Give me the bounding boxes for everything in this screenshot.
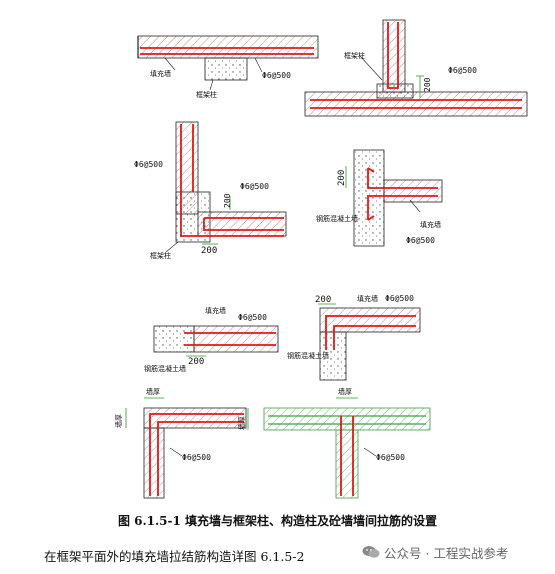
rebar-line (367, 195, 438, 220)
dim-200: 200 (188, 357, 204, 367)
rebar-spec-label: Φ6@500 (182, 453, 211, 462)
infill-wall-band (197, 211, 287, 237)
rebar-line (157, 421, 244, 496)
rebar-spec-label: Φ6@500 (385, 294, 414, 303)
wall-thickness-label: 墙厚 (338, 387, 352, 396)
infill-wall-label: 填充墙 (420, 220, 441, 229)
rc-wall (319, 331, 347, 381)
detail-wall-column-middle: 填充墙 框架柱 Φ6@500 (137, 35, 319, 99)
rebar-line (367, 168, 438, 189)
wall-thickness-label: 墙厚 (146, 387, 160, 396)
rebar-spec-label: Φ6@500 (238, 313, 267, 322)
frame-column-label: 框架柱 (150, 251, 171, 260)
detail-wall-end-rc-left: 200 填充墙 Φ6@500 钢筋混凝土墙 (144, 306, 279, 373)
rebar-hook (367, 167, 375, 173)
rebar-spec-label: Φ6@500 (376, 453, 405, 462)
frame-column (204, 57, 248, 81)
infill-wall-band (382, 19, 406, 93)
rebar-line (333, 325, 416, 350)
watermark-text: 公众号 · 工程实战参考 (384, 545, 509, 561)
infill-wall-label: 填充墙 (357, 294, 378, 303)
wechat-icon (362, 546, 380, 558)
frame-column (376, 83, 414, 99)
infill-wall-band (143, 427, 165, 499)
dim-200: 200 (201, 246, 217, 256)
detail-t-junction: 200 框架柱 Φ6@500 (304, 19, 528, 117)
rebar-hook (367, 215, 375, 221)
detail-rc-wall-junction: 200 填充墙 钢筋混凝土墙 Φ6@500 (316, 149, 443, 247)
infill-wall-label: 填充墙 (205, 306, 226, 315)
rc-wall-label: 钢筋混凝土墙 (316, 214, 358, 223)
rebar-line (203, 217, 284, 231)
rebar-line (325, 315, 416, 350)
rebar-line (340, 416, 354, 496)
rebar-spec-label: Φ6@500 (262, 71, 291, 80)
dim-200: 200 (223, 193, 232, 208)
rebar-line (387, 22, 399, 89)
wall-thickness-label: 墙厚 (114, 414, 123, 428)
infill-wall-band (193, 325, 279, 353)
rc-wall (153, 325, 195, 353)
figure-caption: 图 6.1.5-1 填充墙与框架柱、构造柱及砼墙墙间拉筋的设置 (117, 514, 438, 528)
infill-wall-band (319, 307, 421, 333)
infill-wall-band (143, 407, 247, 429)
dim-200: 200 (423, 77, 432, 92)
detail-rc-wall-corner: 200 填充墙 Φ6@500 钢筋混凝土墙 (287, 294, 421, 381)
detail-l-corner-column: 200 200 Φ6@500 Φ6@500 框架柱 (134, 121, 287, 260)
infill-wall-band (263, 407, 431, 431)
dim-200: 200 (315, 295, 331, 305)
rc-wall-label: 钢筋混凝土墙 (287, 351, 329, 360)
detail-out-of-plane-t: 墙厚 墙厚 Φ6@500 (237, 387, 431, 499)
infill-wall-label: 填充墙 (150, 69, 171, 78)
rc-wall (353, 149, 385, 247)
infill-wall-band (304, 91, 528, 117)
rc-wall-label: 钢筋混凝土墙 (144, 364, 186, 373)
rebar-spec-label: Φ6@500 (240, 182, 269, 191)
wall-thickness-label: 墙厚 (237, 416, 246, 430)
infill-wall-band (383, 179, 443, 203)
rebar-line (180, 124, 284, 237)
rebar-spec-label: Φ6@500 (448, 66, 477, 75)
rebar-line (149, 413, 244, 496)
detail-out-of-plane-l: 墙厚 墙厚 Φ6@500 (114, 387, 247, 499)
body-text: 在框架平面外的填充墙拉结筋构造详图 6.1.5-2 (44, 549, 305, 564)
dim-200: 200 (337, 170, 347, 186)
rebar-spec-label: Φ6@500 (406, 236, 435, 245)
frame-column-label: 框架柱 (344, 51, 365, 60)
infill-wall-band (335, 429, 359, 499)
rebar-spec-label: Φ6@500 (134, 160, 163, 169)
frame-column-label: 框架柱 (196, 90, 217, 99)
watermark: 公众号 · 工程实战参考 (362, 543, 508, 561)
